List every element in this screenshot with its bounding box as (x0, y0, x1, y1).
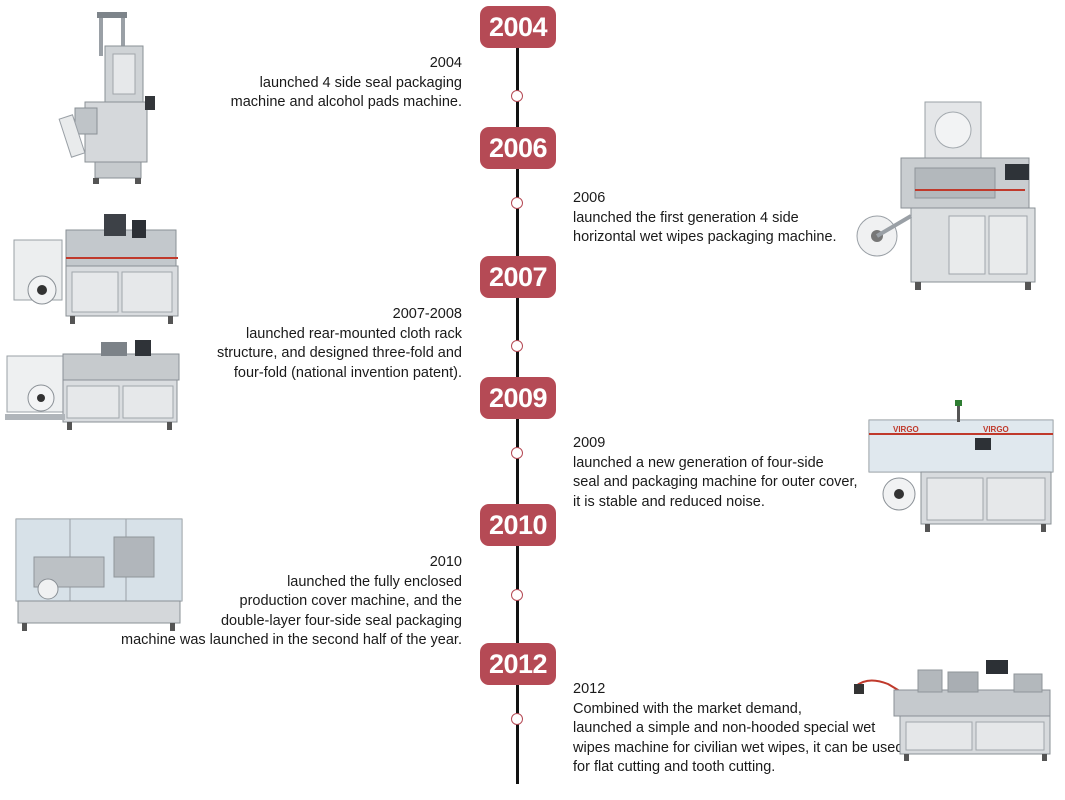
brand-label-left: VIRGO (893, 425, 919, 434)
entry-line: for flat cutting and tooth cutting. (573, 759, 776, 775)
entry-year: 2006 (573, 190, 606, 206)
entry-line: Combined with the market demand, (573, 700, 802, 717)
non-hooded-wet-wipes-machine-image (854, 660, 1051, 761)
year-badge-2010: 2010 (480, 504, 556, 546)
brand-label-right: VIRGO (983, 425, 1009, 434)
entry-line: four-fold (national invention patent). (233, 364, 462, 381)
entry-year: 2010 (429, 554, 462, 570)
entry-line: launched a new generation of four-side (573, 454, 824, 471)
rear-rack-machine-top-image (13, 214, 179, 324)
entry-2010-text: 2010 launched the fully enclosed product… (121, 553, 462, 651)
entry-line: launched 4 side seal packaging (259, 74, 462, 91)
vertical-four-side-seal-machine-image (58, 12, 155, 184)
entry-line: launched the first generation 4 side (573, 209, 799, 226)
entry-line: seal and packaging machine for outer cov… (573, 474, 858, 490)
entry-2007-text: 2007-2008 launched rear-mounted cloth ra… (217, 305, 462, 383)
entry-line: launched rear-mounted cloth rack (245, 325, 462, 342)
entry-line: launched a simple and non-hooded special… (573, 720, 876, 736)
entry-line: double-layer four-side seal packaging (220, 612, 462, 629)
horizontal-wet-wipes-machine-image (856, 101, 1036, 290)
enclosed-cover-machine-image (15, 518, 183, 631)
entry-line: horizontal wet wipes packaging machine. (573, 229, 837, 245)
year-badge-2004: 2004 (480, 6, 556, 48)
timeline-dot (511, 340, 523, 352)
entry-line: it is stable and reduced noise. (573, 493, 765, 510)
entry-2006-text: 2006 launched the first generation 4 sid… (573, 189, 837, 248)
year-badge-2009: 2009 (480, 377, 556, 419)
entry-year: 2009 (573, 435, 606, 451)
timeline-dot (511, 90, 523, 102)
entry-year: 2012 (573, 681, 606, 697)
timeline-dot (511, 197, 523, 209)
entry-2004-text: 2004 launched 4 side seal packaging mach… (231, 54, 462, 113)
outer-cover-seal-machine-image: VIRGO VIRGO (868, 400, 1054, 532)
entry-line: wipes machine for civilian wet wipes, it… (573, 739, 904, 756)
entry-line: launched the fully enclosed (287, 573, 462, 590)
entry-line: machine was launched in the second half … (121, 632, 462, 648)
entry-2009-text: 2009 launched a new generation of four-s… (573, 434, 858, 512)
entry-2012-text: 2012 Combined with the market demand, la… (573, 680, 903, 778)
entry-year: 2004 (429, 55, 462, 71)
year-badge-2007: 2007 (480, 256, 556, 298)
rear-rack-machine-bottom-image (5, 340, 180, 430)
entry-line: machine and alcohol pads machine. (230, 94, 462, 110)
timeline-dot (511, 713, 523, 725)
year-badge-2012: 2012 (480, 643, 556, 685)
timeline-dot (511, 589, 523, 601)
entry-line: production cover machine, and the (239, 593, 462, 609)
entry-year: 2007-2008 (392, 306, 462, 322)
entry-line: structure, and designed three-fold and (216, 345, 462, 361)
timeline-dot (511, 447, 523, 459)
year-badge-2006: 2006 (480, 127, 556, 169)
